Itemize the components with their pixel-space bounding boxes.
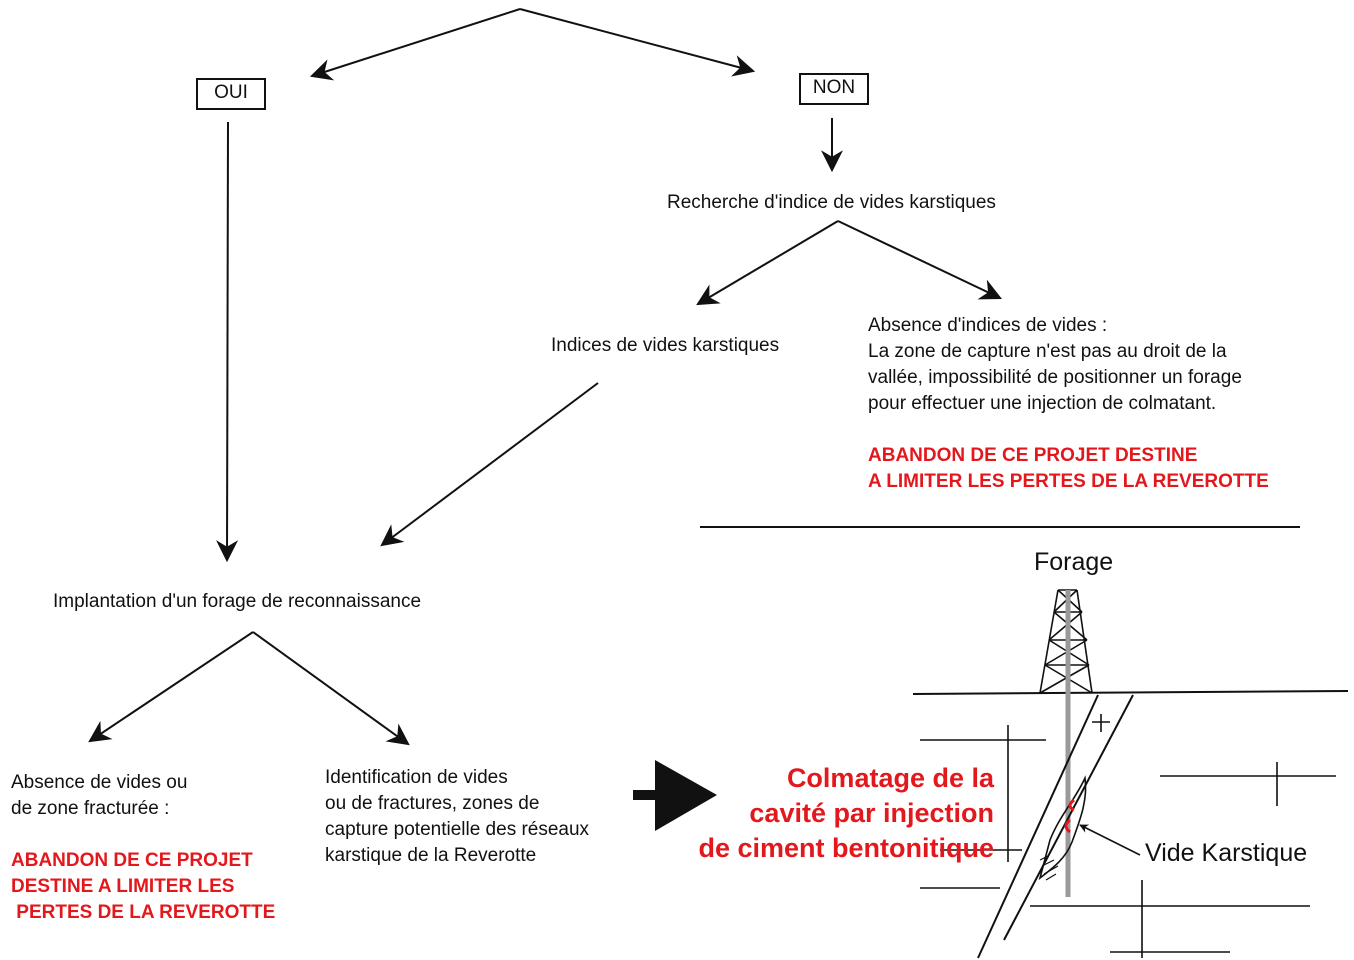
- borehole-node: Implantation d'un forage de reconnaissan…: [53, 591, 422, 612]
- abandon-note-right: ABANDON DE CE PROJET DESTINE A LIMITER L…: [868, 443, 1269, 495]
- void-label: Vide Karstique: [1145, 839, 1308, 867]
- identification-line: karstique de la Reverotte: [325, 845, 537, 866]
- arrow-to-no-void: [88, 631, 254, 743]
- identification-line: Identification de vides: [325, 767, 508, 788]
- abandon-line: DESTINE A LIMITER LES: [11, 876, 235, 897]
- identification-line: capture potentielle des réseaux: [325, 819, 590, 840]
- absence-line: pour effectuer une injection de colmatan…: [868, 393, 1217, 414]
- abandon-line: PERTES DE LA REVEROTTE: [11, 902, 276, 923]
- yes-label: OUI: [214, 82, 248, 103]
- grouting-line: de ciment bentonitique: [698, 833, 994, 863]
- absence-line: La zone de capture n'est pas au droit de…: [868, 341, 1227, 362]
- absence-of-indices-node: Absence d'indices de vides : La zone de …: [868, 313, 1242, 417]
- arrow-to-identification: [252, 631, 410, 746]
- abandon-line: ABANDON DE CE PROJET DESTINE: [868, 445, 1198, 466]
- borehole-illustration: [912, 589, 1349, 959]
- abandon-note-left: ABANDON DE CE PROJET DESTINE A LIMITER L…: [11, 848, 275, 926]
- arrow-oui-to-borehole: [216, 121, 239, 563]
- arrow-indices-to-borehole: [380, 382, 599, 547]
- big-right-arrow: [633, 760, 717, 831]
- search-node: Recherche d'indice de vides karstiques: [667, 192, 996, 213]
- no-void-node: Absence de vides ou de zone fracturée :: [11, 770, 187, 822]
- no-void-line: de zone fracturée :: [11, 798, 170, 819]
- identification-line: ou de fractures, zones de: [325, 793, 540, 814]
- grouting-line: Colmatage de la: [786, 763, 994, 793]
- arrow-to-oui: [309, 8, 521, 81]
- grout-injection-mark: [1064, 798, 1075, 834]
- karst-void-shape: [1038, 775, 1087, 881]
- no-box: NON: [799, 73, 869, 105]
- abandon-line: A LIMITER LES PERTES DE LA REVEROTTE: [868, 471, 1269, 492]
- void-pointer-arrow: [1079, 824, 1141, 856]
- indices-node: Indices de vides karstiques: [551, 335, 780, 356]
- abandon-line: ABANDON DE CE PROJET: [11, 850, 253, 871]
- identification-node: Identification de vides ou de fractures,…: [325, 765, 589, 869]
- absence-line: Absence d'indices de vides :: [868, 315, 1108, 336]
- no-label: NON: [812, 77, 856, 98]
- arrow-to-indices: [696, 220, 839, 306]
- grouting-line: cavité par injection: [749, 798, 994, 828]
- forage-label: Forage: [1034, 548, 1114, 576]
- yes-box: OUI: [196, 78, 266, 110]
- absence-line: vallée, impossibilité de positionner un …: [868, 367, 1242, 388]
- arrow-to-absence: [837, 220, 1002, 300]
- no-void-line: Absence de vides ou: [11, 772, 188, 793]
- arrow-to-non: [519, 8, 756, 77]
- grouting-note: Colmatage de la cavité par injection de …: [690, 761, 994, 866]
